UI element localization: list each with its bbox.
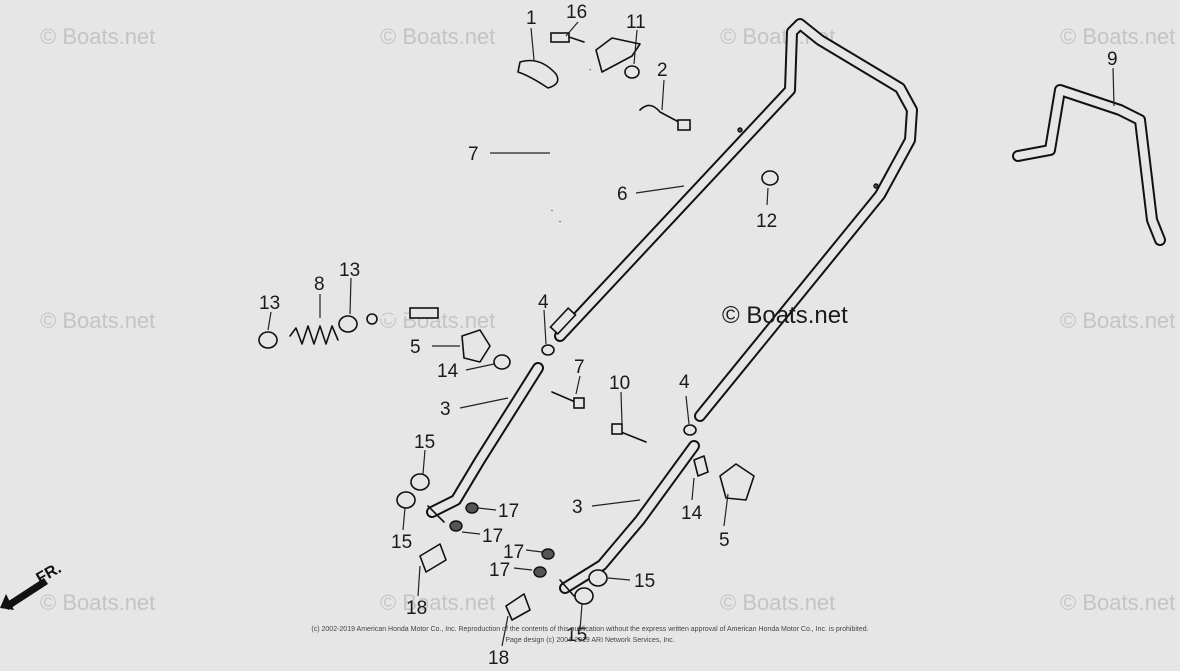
- callout-10: 10: [609, 373, 630, 394]
- watermark-layer: © Boats.net © Boats.net © Boats.net © Bo…: [40, 24, 1175, 615]
- knob-left-part: [461, 329, 555, 370]
- callout-18: 18: [406, 598, 427, 619]
- watermark: © Boats.net: [1060, 24, 1175, 49]
- main-watermark: © Boats.net: [722, 302, 848, 329]
- callout-5: 5: [410, 337, 421, 358]
- lower-handle-left-part: [426, 362, 544, 523]
- watermark: © Boats.net: [40, 590, 155, 615]
- callout-9: 9: [1107, 49, 1118, 70]
- control-bail-part: [1012, 84, 1166, 246]
- callout-4: 4: [679, 372, 690, 393]
- callout-8: 8: [314, 274, 325, 295]
- callout-15: 15: [414, 432, 435, 453]
- callout-1: 1: [526, 8, 537, 29]
- callout-3: 3: [572, 497, 583, 518]
- callout-3: 3: [440, 399, 451, 420]
- cable-lever-part: [517, 32, 641, 89]
- callout-13: 13: [259, 293, 280, 314]
- callout-18: 18: [488, 648, 509, 669]
- callout-17: 17: [482, 526, 503, 547]
- watermark: © Boats.net: [40, 24, 155, 49]
- callout-13: 13: [339, 260, 360, 281]
- knob-right-part: [683, 424, 755, 501]
- callout-12: 12: [756, 211, 777, 232]
- callout-7: 7: [574, 357, 585, 378]
- arrow-down-left-icon: [4, 578, 48, 610]
- callout-14: 14: [681, 503, 703, 524]
- callout-11: 11: [626, 12, 646, 33]
- front-direction-marker: FR.: [0, 560, 64, 610]
- watermark: © Boats.net: [40, 308, 155, 333]
- callout-17: 17: [498, 501, 519, 522]
- page-design-line: Page design (c) 2004-2019 ARI Network Se…: [505, 637, 675, 644]
- callout-14: 14: [437, 361, 459, 382]
- watermark: © Boats.net: [380, 590, 495, 615]
- watermark: © Boats.net: [1060, 308, 1175, 333]
- watermark: © Boats.net: [1060, 590, 1175, 615]
- callout-15: 15: [391, 532, 412, 553]
- lower-handle-right-part: [559, 440, 700, 597]
- callout-15: 15: [566, 625, 587, 646]
- throttle-cable-part: [366, 68, 593, 325]
- callout-6: 6: [617, 184, 628, 205]
- fasteners-lower-part: [396, 473, 608, 621]
- bolts-part: [551, 391, 647, 443]
- spring-assembly-part: [258, 315, 358, 349]
- copyright-line: (c) 2002-2019 American Honda Motor Co., …: [311, 626, 869, 633]
- callout-7: 7: [468, 144, 479, 165]
- watermark: © Boats.net: [380, 24, 495, 49]
- watermark: © Boats.net: [720, 590, 835, 615]
- callout-5: 5: [719, 530, 730, 551]
- callout-16: 16: [566, 2, 587, 23]
- upper-handle-part: [549, 18, 918, 422]
- callout-17: 17: [489, 560, 510, 581]
- callout-17: 17: [503, 542, 524, 563]
- callout-labels: 1 16 11 2 7 6 12 9 13 8 13 4 5 14 7 3 10…: [259, 2, 1118, 669]
- leader-lines: [267, 21, 1115, 647]
- bolt-nut-part: [624, 65, 691, 131]
- callout-4: 4: [538, 292, 549, 313]
- callout-2: 2: [657, 60, 668, 81]
- callout-15: 15: [634, 571, 655, 592]
- nut-12: [761, 170, 779, 186]
